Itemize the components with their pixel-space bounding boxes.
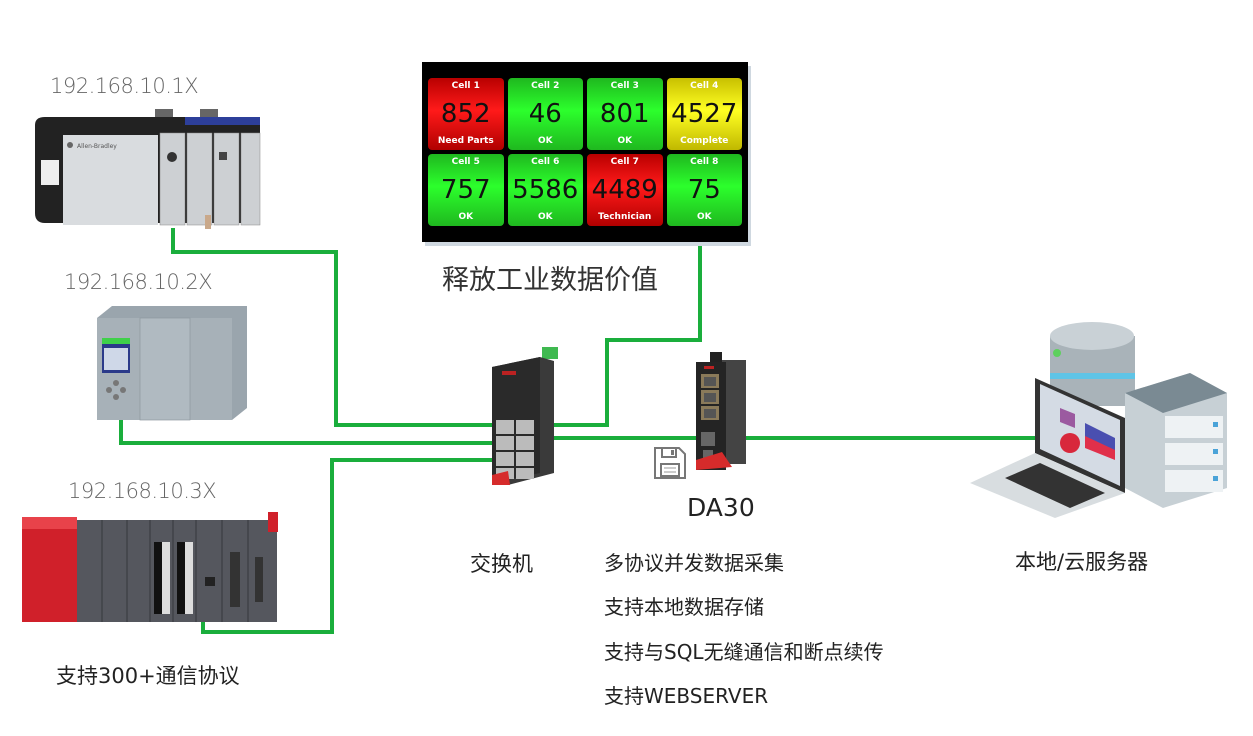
dashboard-caption: 释放工业数据价值: [442, 265, 658, 296]
floppy-disk-icon: [652, 445, 688, 481]
protocol-support-caption: 支持300+通信协议: [56, 664, 240, 688]
cell-value: 852: [440, 98, 491, 129]
cell-status: OK: [537, 136, 553, 146]
cell-value: 5586: [512, 174, 579, 205]
cell-value: 75: [687, 174, 721, 205]
cell-status: OK: [458, 212, 474, 222]
gateway-feature: 支持与SQL无缝通信和断点续传: [604, 640, 884, 664]
server-rack-icon: [1125, 373, 1227, 508]
laptop-icon: [970, 378, 1125, 518]
plc3-ip-label: 192.168.10.3X: [68, 479, 217, 503]
svg-text:Allen-Bradley: Allen-Bradley: [77, 143, 117, 150]
link-switch-dashboard: [515, 243, 702, 427]
gateway-name: DA30: [687, 493, 755, 522]
ethernet-switch: [488, 345, 560, 490]
cell-status: Technician: [598, 212, 652, 222]
cell-name: Cell 4: [690, 81, 719, 91]
local-cloud-server-illustration: [965, 318, 1230, 518]
da30-gateway-device: [692, 352, 748, 472]
server-caption: 本地/云服务器: [1015, 550, 1149, 574]
cell-name: Cell 7: [610, 157, 639, 167]
database-icon: [1050, 322, 1135, 406]
cell-name: Cell 5: [451, 157, 480, 167]
cell-name: Cell 1: [451, 81, 480, 91]
cell-status: Complete: [680, 136, 729, 146]
plc2-device: [92, 298, 252, 423]
cell-name: Cell 2: [531, 81, 560, 91]
cell-name: Cell 6: [531, 157, 560, 167]
plc3-device: [20, 512, 278, 624]
plc1-device: Allen-Bradley: [25, 105, 265, 230]
gateway-feature: 支持WEBSERVER: [604, 684, 769, 708]
plc2-ip-label: 192.168.10.2X: [64, 270, 213, 294]
cell-status: OK: [696, 212, 712, 222]
cell-name: Cell 3: [610, 81, 639, 91]
link-plc2-switch: [119, 420, 502, 445]
cell-status: Need Parts: [437, 136, 494, 146]
cell-value: 46: [528, 98, 562, 129]
cell-status: OK: [537, 212, 553, 222]
link-plc3-switch: [201, 458, 502, 634]
plc1-ip-label: 192.168.10.1X: [50, 74, 199, 98]
switch-caption: 交换机: [470, 552, 533, 576]
cell-value: 4489: [591, 174, 658, 205]
link-plc1-switch: [171, 228, 502, 427]
cell-name: Cell 8: [690, 157, 719, 167]
cell-value: 4527: [671, 98, 738, 129]
gateway-feature: 多协议并发数据采集: [604, 551, 784, 575]
cell-status: OK: [617, 136, 633, 146]
cell-value: 757: [440, 174, 491, 205]
gateway-feature: 支持本地数据存储: [604, 595, 764, 619]
cell-value: 801: [599, 98, 650, 129]
